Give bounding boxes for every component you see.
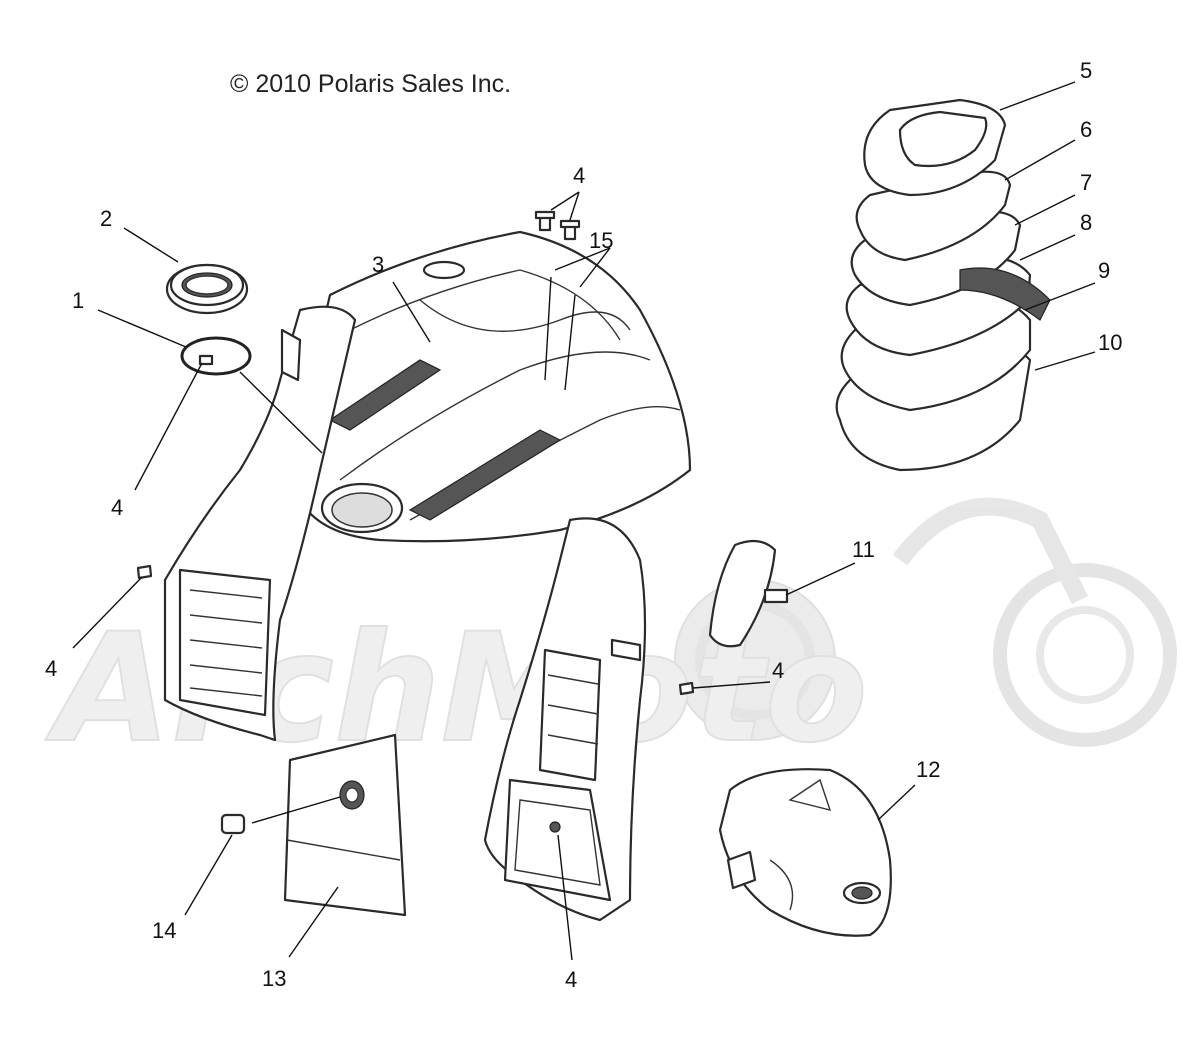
part-13-cover-plate <box>283 733 407 917</box>
callout-2: 2 <box>100 206 112 231</box>
copyright-notice: © 2010 Polaris Sales Inc. <box>230 70 512 98</box>
part-11-knob-panel <box>708 539 789 648</box>
callout-10: 10 <box>1098 330 1122 355</box>
callout-13: 13 <box>262 966 286 991</box>
center-lower-panel <box>483 517 647 922</box>
leader-lines <box>72 81 1096 961</box>
callout-4-left-upper: 4 <box>111 495 123 520</box>
callout-9: 9 <box>1098 258 1110 283</box>
callout-3: 3 <box>372 252 384 277</box>
small-bolts <box>136 354 695 696</box>
part-12-storage-box <box>718 768 892 937</box>
callout-4-right: 4 <box>772 658 784 683</box>
callout-4-left-lower: 4 <box>45 656 57 681</box>
callout-4-bottom: 4 <box>565 967 577 992</box>
callout-15: 15 <box>589 228 613 253</box>
callout-7: 7 <box>1080 170 1092 195</box>
part-14-cap <box>220 813 246 835</box>
part-2-lock-ring <box>165 263 249 315</box>
left-side-panel <box>163 305 357 742</box>
part-3-hood-panel <box>295 230 692 543</box>
callout-5: 5 <box>1080 58 1092 83</box>
callout-6: 6 <box>1080 117 1092 142</box>
callout-1: 1 <box>72 288 84 313</box>
callout-12: 12 <box>916 757 940 782</box>
callout-8: 8 <box>1080 210 1092 235</box>
callout-11: 11 <box>852 537 875 562</box>
callout-4-top: 4 <box>573 163 585 188</box>
part-1-o-ring <box>180 336 252 376</box>
callout-14: 14 <box>152 918 176 943</box>
stacked-trim-panels <box>835 98 1051 472</box>
callout-labels: 1 2 3 4 4 4 4 4 5 6 7 8 9 10 11 12 13 14… <box>45 58 1122 992</box>
